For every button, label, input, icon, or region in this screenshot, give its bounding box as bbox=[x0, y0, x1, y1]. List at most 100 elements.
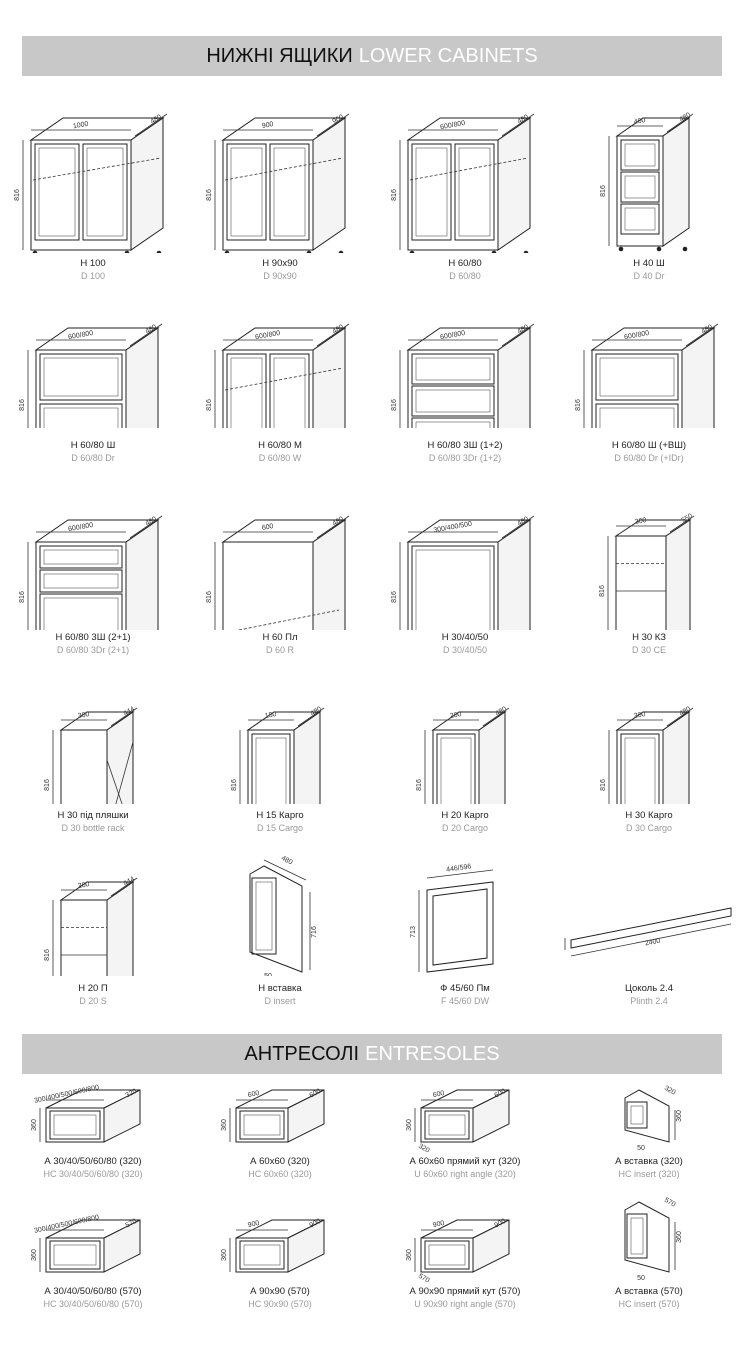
dim-depth: 480 bbox=[516, 516, 530, 528]
dim-depth: 480 bbox=[700, 324, 714, 336]
dim-height: 816 bbox=[19, 591, 26, 603]
lower-cabinet-drawing: 48071650 bbox=[195, 852, 365, 976]
entresole-caption: А 90х90 (570)HC 90x90 (570) bbox=[195, 1286, 365, 1310]
dim-height: 360 bbox=[676, 1110, 683, 1122]
dim-height: 816 bbox=[575, 399, 582, 411]
dim-depth: 480 bbox=[516, 324, 530, 336]
item-name-en: D 15 Cargo bbox=[256, 823, 304, 833]
entresole-caption: А 30/40/50/60/80 (570)HC 30/40/50/60/80 … bbox=[8, 1286, 178, 1310]
dim-depth: 480 bbox=[144, 324, 158, 336]
item-name-ua: Цоколь 2.4 bbox=[625, 983, 673, 994]
dim-depth: 444 bbox=[122, 876, 136, 888]
dim-width: 600/800 bbox=[440, 330, 466, 341]
dim-height: 816 bbox=[600, 185, 607, 197]
item-name-ua: Н 90х90 bbox=[262, 258, 298, 269]
dim-width: 600/800 bbox=[624, 330, 650, 341]
dim-width: 900 bbox=[432, 1220, 445, 1229]
dim-height: 816 bbox=[231, 779, 238, 791]
item-name-ua: А 30/40/50/60/80 (320) bbox=[44, 1156, 142, 1167]
entresole-caption: А вставка (320)HC insert (320) bbox=[564, 1156, 734, 1180]
dim-extra: 50 bbox=[264, 973, 272, 976]
dim-width: 600/800 bbox=[68, 330, 94, 341]
dim-height: 360 bbox=[406, 1249, 413, 1261]
dim-depth: 570 bbox=[663, 1197, 677, 1209]
item-name-en: D insert bbox=[264, 996, 296, 1006]
item-name-ua: А 60х60 (320) bbox=[250, 1156, 310, 1167]
dim-width: 600/800 bbox=[68, 522, 94, 533]
dim-height: 816 bbox=[44, 949, 51, 961]
lower-cabinet-caption: Н вставка D insert bbox=[195, 983, 365, 1007]
entresole-caption: А 60х60 прямий кут (320)U 60x60 right an… bbox=[380, 1156, 550, 1180]
entresole-caption: А 30/40/50/60/80 (320)HC 30/40/50/60/80 … bbox=[8, 1156, 178, 1180]
dim-width: 600 bbox=[247, 1090, 260, 1099]
dim-depth: 480 bbox=[280, 855, 294, 867]
dim-height: 816 bbox=[44, 779, 51, 791]
item-name-en: HC 90x90 (570) bbox=[248, 1299, 312, 1309]
dim-extra: 320 bbox=[417, 1143, 431, 1152]
lower-cabinet-caption: Н 60/80 Ш (+ВШ)D 60/80 Dr (+IDr) bbox=[564, 440, 734, 464]
item-name-en: D 60/80 3Dr (2+1) bbox=[56, 645, 130, 655]
dim-depth: 480 bbox=[678, 112, 692, 124]
section-title-en: LOWER CABINETS bbox=[358, 44, 538, 67]
item-name-en: HC insert (570) bbox=[618, 1299, 680, 1309]
dim-height: 713 bbox=[410, 926, 417, 938]
dim-height: 360 bbox=[676, 1231, 683, 1243]
dim-extra: 50 bbox=[637, 1145, 645, 1152]
item-name-ua: Н вставка bbox=[258, 983, 302, 994]
item-name-ua: Ф 45/60 Пм bbox=[440, 983, 490, 994]
dim-width: 300 bbox=[633, 711, 646, 720]
item-name-en: D 40 Dr bbox=[633, 271, 665, 281]
dim-depth: 320 bbox=[124, 1088, 138, 1100]
dim-width: 600/800 bbox=[255, 330, 281, 341]
item-name-ua: Н 60/80 М bbox=[258, 440, 302, 451]
dim-height: 816 bbox=[416, 779, 423, 791]
item-name-ua: Н 60/80 3Ш (1+2) bbox=[427, 440, 503, 451]
dim-depth: 900 bbox=[493, 1218, 507, 1230]
lower-cabinet-caption: Н 60/80 3Ш (1+2)D 60/80 3Dr (1+2) bbox=[380, 440, 550, 464]
item-name-ua: Н 60 Пл bbox=[262, 632, 298, 643]
dim-height: 816 bbox=[599, 585, 606, 597]
dim-height: 816 bbox=[19, 399, 26, 411]
dim-depth: 600 bbox=[493, 1088, 507, 1100]
dim-height: 360 bbox=[31, 1249, 38, 1261]
item-name-en: D 30 CE bbox=[631, 645, 666, 655]
